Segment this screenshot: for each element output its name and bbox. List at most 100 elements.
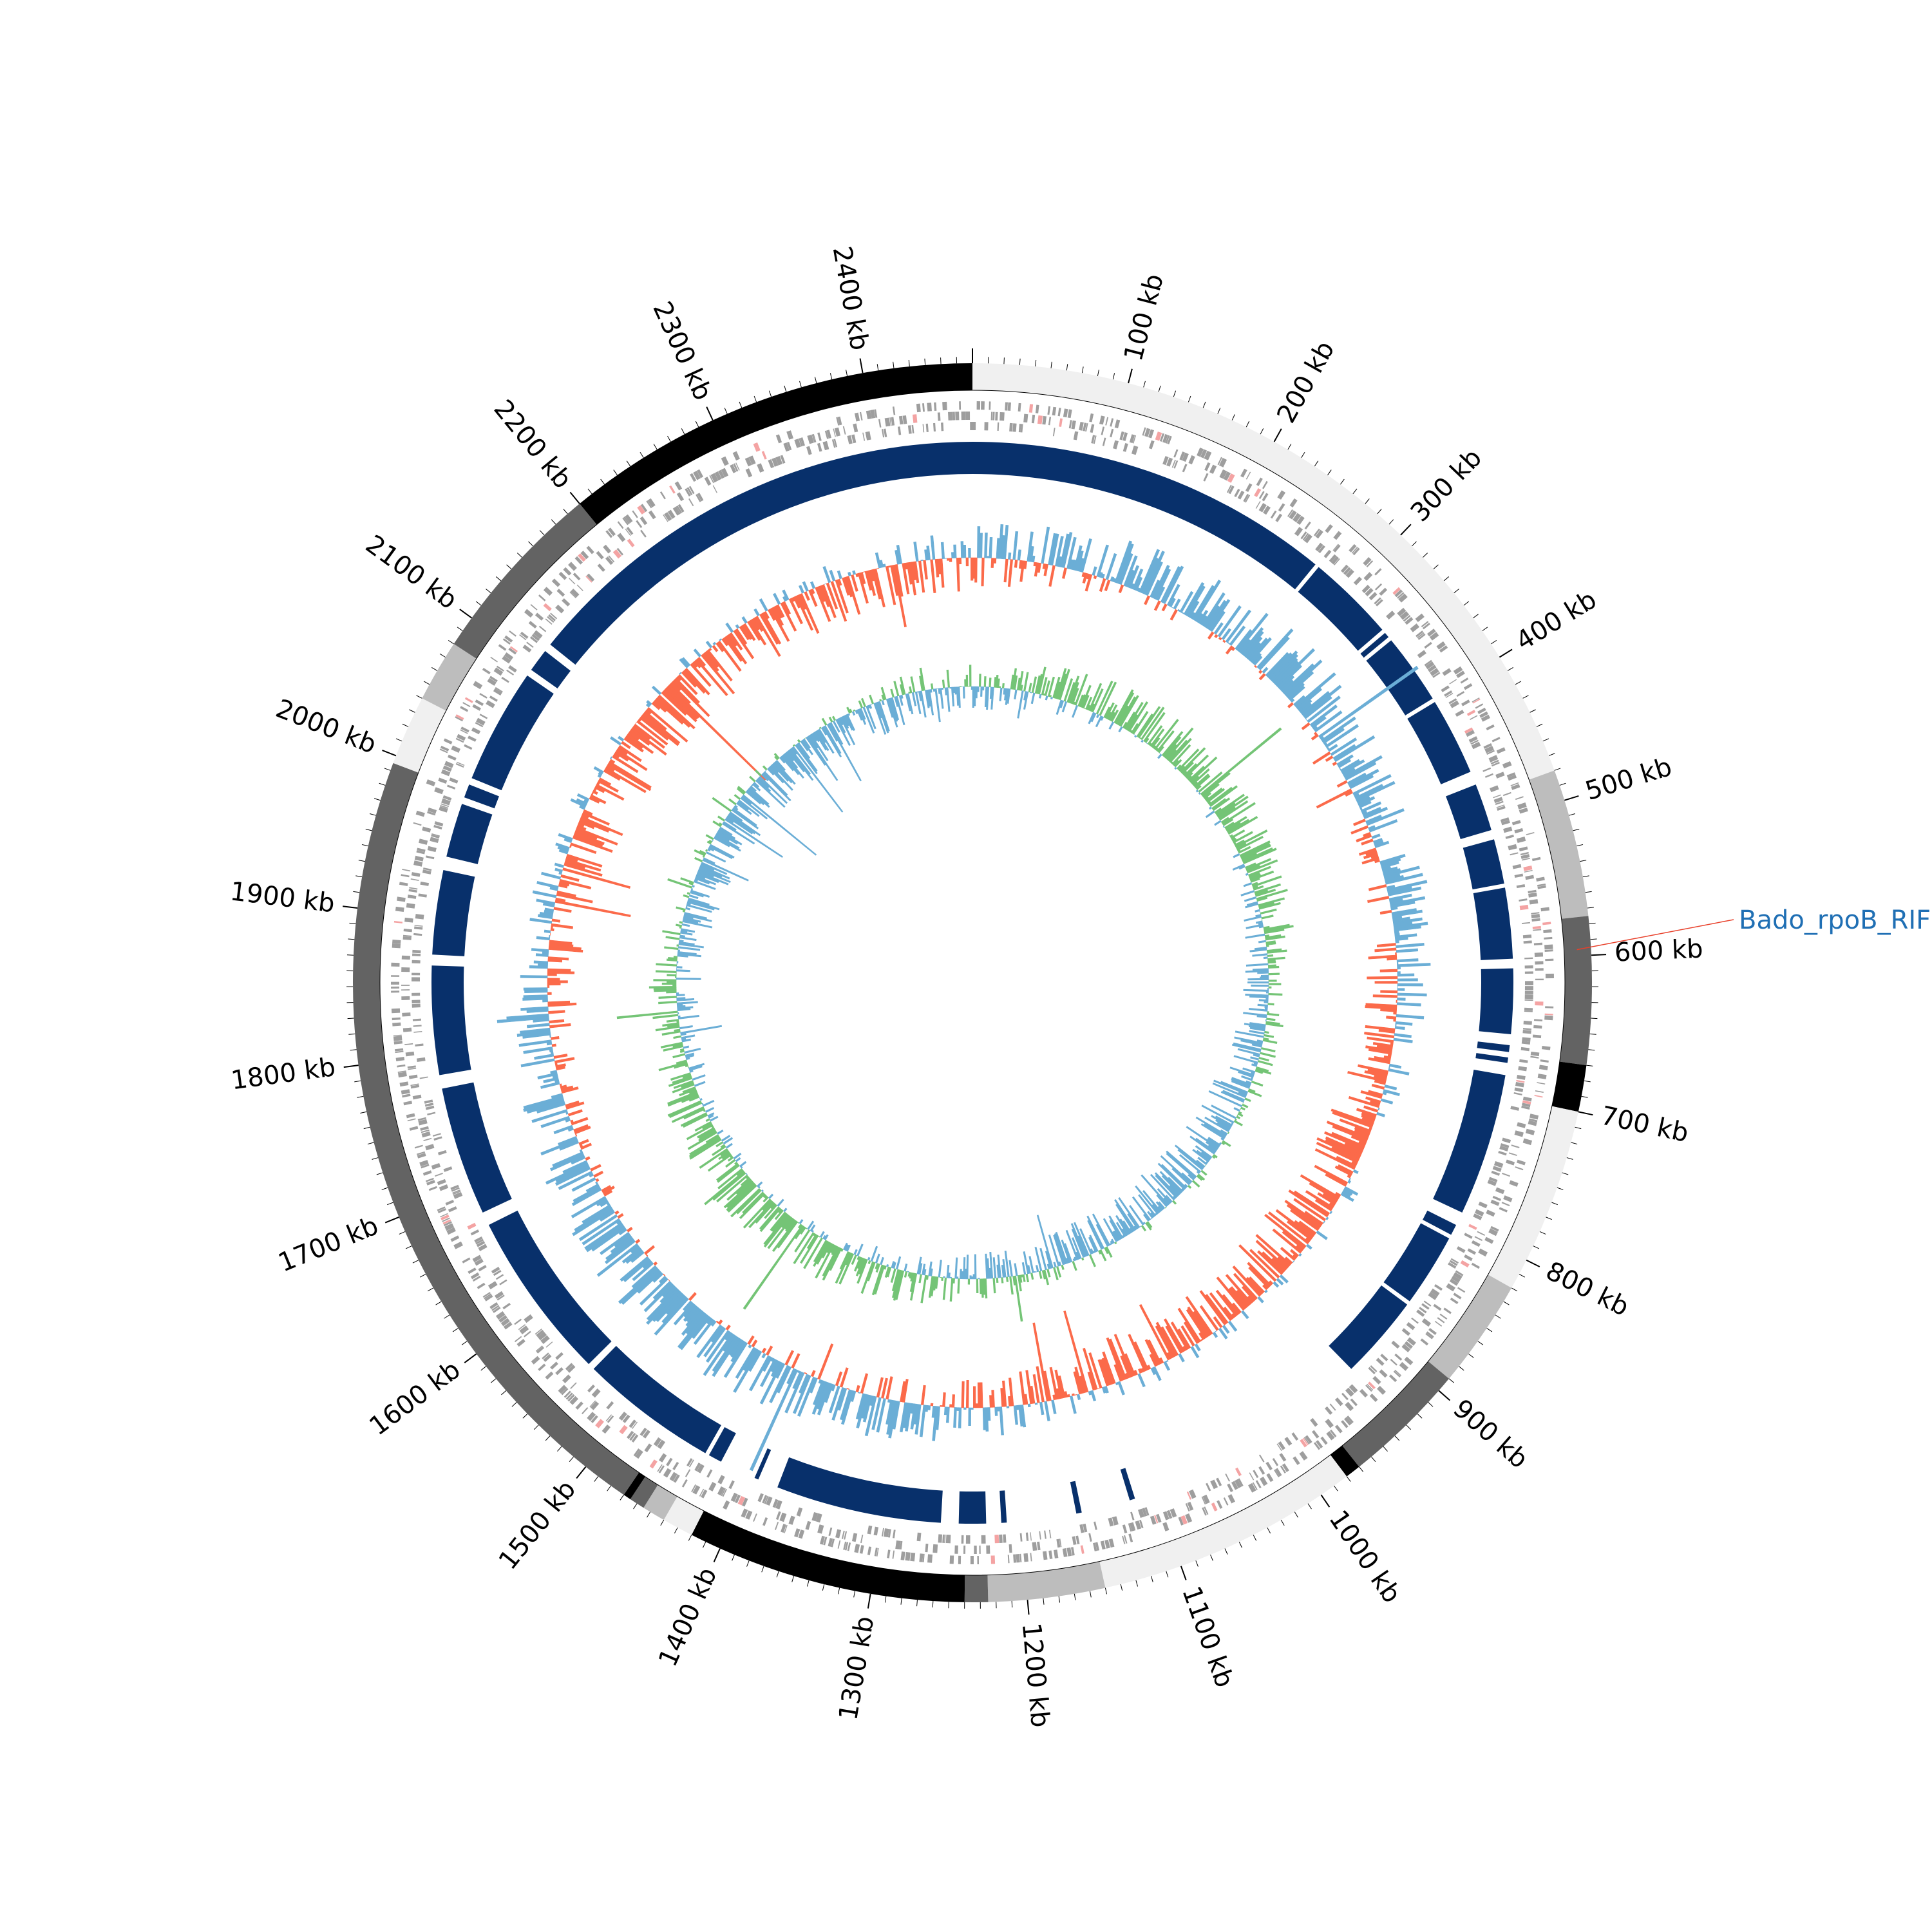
scale-tick-label: 2300 kb [647, 297, 717, 404]
gene-feature [414, 926, 423, 930]
gene-feature [423, 867, 432, 871]
gene-feature [1544, 936, 1553, 940]
gene-feature [1204, 462, 1211, 471]
minor-tick [1253, 1535, 1257, 1541]
gene-feature [407, 1065, 416, 1069]
gene-feature [570, 1382, 577, 1389]
minor-tick [1554, 768, 1561, 771]
gene-feature [1258, 503, 1267, 513]
gene-feature [1492, 737, 1501, 743]
gene-feature [603, 544, 612, 554]
minor-tick [381, 1187, 388, 1190]
alignment-block [531, 650, 571, 688]
gene-feature [520, 631, 529, 639]
gene-feature [413, 1025, 422, 1027]
gene-feature [1272, 1458, 1279, 1466]
gene-feature [1042, 415, 1047, 425]
gene-feature [1043, 1551, 1048, 1560]
gene-feature [1468, 736, 1478, 743]
gene-feature [1466, 710, 1476, 716]
gene-feature [1531, 914, 1540, 918]
minor-tick [1089, 1591, 1092, 1598]
gene-feature [1330, 1429, 1337, 1437]
minor-tick [448, 639, 454, 645]
gene-feature [712, 485, 717, 493]
gene-feature [976, 401, 981, 410]
gene-feature [1532, 925, 1541, 930]
gene-feature [1388, 1374, 1397, 1383]
gene-feature [1519, 898, 1528, 902]
gene-feature [919, 1553, 923, 1562]
gene-feature [1522, 1030, 1531, 1034]
gene-feature [847, 1542, 851, 1551]
gene-feature [1345, 1387, 1354, 1397]
gene-feature [1524, 957, 1533, 960]
gene-feature [1404, 1341, 1413, 1349]
gene-feature [837, 416, 842, 426]
gene-feature [402, 1027, 412, 1032]
gene-feature [1379, 1369, 1388, 1378]
minor-tick [412, 1260, 419, 1264]
gene-feature [1439, 645, 1448, 653]
gene-feature [622, 1414, 630, 1423]
gene-feature [501, 676, 509, 683]
minor-tick [1463, 601, 1470, 606]
gene-feature [569, 1396, 579, 1405]
gene-feature [1488, 1228, 1498, 1236]
gene-feature [1488, 1177, 1498, 1182]
gene-feature [1516, 884, 1526, 889]
gene-feature [408, 1067, 417, 1070]
gene-feature [813, 433, 817, 442]
gene-feature [1493, 794, 1501, 799]
gene-feature [567, 1394, 575, 1402]
gene-feature [774, 1521, 779, 1530]
gene-feature [487, 677, 497, 686]
gene-feature [844, 1542, 849, 1551]
gene-feature [1399, 611, 1410, 620]
minor-tick [457, 627, 463, 631]
gene-feature [965, 412, 971, 421]
minor-tick [1314, 460, 1319, 467]
gene-feature [622, 517, 629, 526]
gene-feature [1528, 892, 1537, 898]
gene-feature [1511, 820, 1521, 826]
gene-feature [1329, 554, 1337, 563]
gene-feature [688, 486, 695, 495]
gene-feature [1276, 1443, 1282, 1452]
gene-feature [1331, 556, 1340, 565]
gene-feature [415, 914, 424, 920]
gene-feature [412, 999, 421, 1004]
gene-feature [540, 1335, 550, 1344]
gene-feature [897, 426, 902, 435]
gene-feature [1428, 1327, 1437, 1336]
gene-feature [1529, 1118, 1538, 1122]
gene-feature [440, 803, 450, 808]
gc-skew-track [497, 524, 1431, 1472]
gene-feature [623, 516, 630, 524]
gene-feature [963, 1545, 966, 1554]
gene-feature [1522, 1100, 1531, 1104]
gene-feature [831, 1539, 835, 1548]
major-tick [1578, 1111, 1593, 1116]
gene-feature [687, 487, 693, 496]
gene-feature [732, 451, 740, 461]
gene-feature [409, 887, 418, 890]
gene-feature [422, 869, 431, 875]
minor-tick [1511, 1287, 1518, 1292]
gene-feature [509, 630, 516, 637]
minor-tick [1548, 753, 1555, 756]
gene-feature [1227, 1483, 1234, 1493]
gene-feature [1052, 406, 1057, 416]
gene-feature [1464, 1254, 1473, 1262]
gene-feature [445, 1200, 455, 1206]
gene-feature [414, 925, 423, 927]
gene-feature [1333, 558, 1340, 565]
gene-feature [502, 638, 511, 645]
gene-feature [1019, 1533, 1023, 1542]
gene-feature [455, 714, 464, 721]
minor-tick [569, 1456, 574, 1463]
gene-feature [1427, 665, 1437, 672]
gene-feature [1411, 1317, 1419, 1324]
gene-feature [1204, 1506, 1209, 1515]
gene-feature [1102, 437, 1106, 446]
